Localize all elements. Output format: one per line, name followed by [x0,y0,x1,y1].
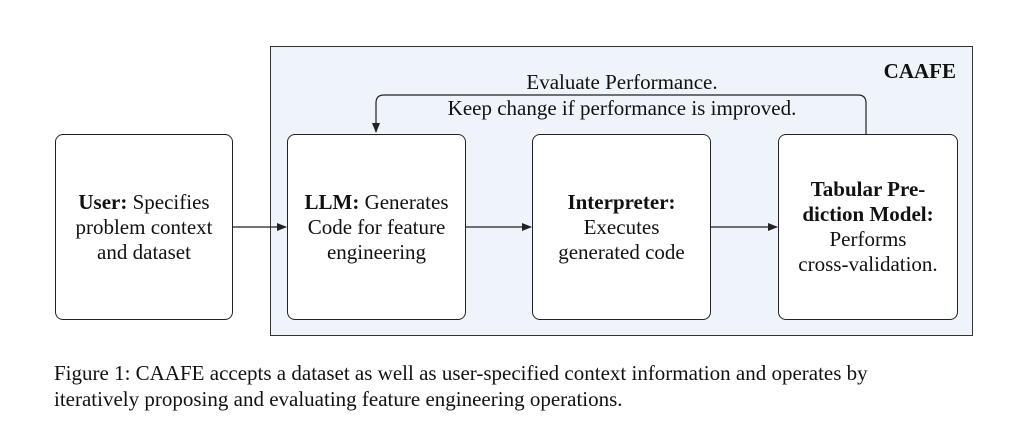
llm-box-line2: Code for feature [307,214,446,239]
interpreter-box-line2: Executes [583,214,660,239]
tabular-box-line4: cross-validation. [798,252,938,276]
user-box: User: Specifies problem context and data… [55,134,233,320]
user-box-title: User: [78,189,128,214]
llm-box-line3: engineering [326,239,427,264]
panel-title: CAAFE [883,59,956,83]
llm-box-line1-text: Generates [359,189,449,214]
llm-box-title: LLM: [304,189,360,214]
interpreter-box-line3: generated code [558,239,685,264]
user-box-line1-text: Specifies [127,189,210,214]
caption-line1: Figure 1: CAAFE accepts a dataset as wel… [54,361,868,385]
user-box-line2: problem context [75,214,213,239]
tabular-box-title-line1: Tabular Pre- [810,177,926,201]
user-box-line1: User: Specifies [78,190,209,214]
interpreter-box-title: Interpreter: [567,189,676,214]
figure-caption: Figure 1: CAAFE accepts a dataset as wel… [54,360,984,412]
llm-box: LLM: Generates Code for feature engineer… [287,134,466,320]
feedback-label-line2: Keep change if performance is improved. [447,96,797,120]
interpreter-box: Interpreter: Executes generated code [532,134,711,320]
llm-box-line1: LLM: Generates [304,190,448,214]
tabular-box-line3: Performs [829,227,907,251]
tabular-box-title-line2: diction Model: [802,202,934,226]
caption-line2: iteratively proposing and evaluating fea… [54,387,623,411]
tabular-model-box: Tabular Pre- diction Model: Performs cro… [778,134,958,320]
user-box-line3: and dataset [97,239,191,264]
feedback-label-line1: Evaluate Performance. [526,70,718,94]
